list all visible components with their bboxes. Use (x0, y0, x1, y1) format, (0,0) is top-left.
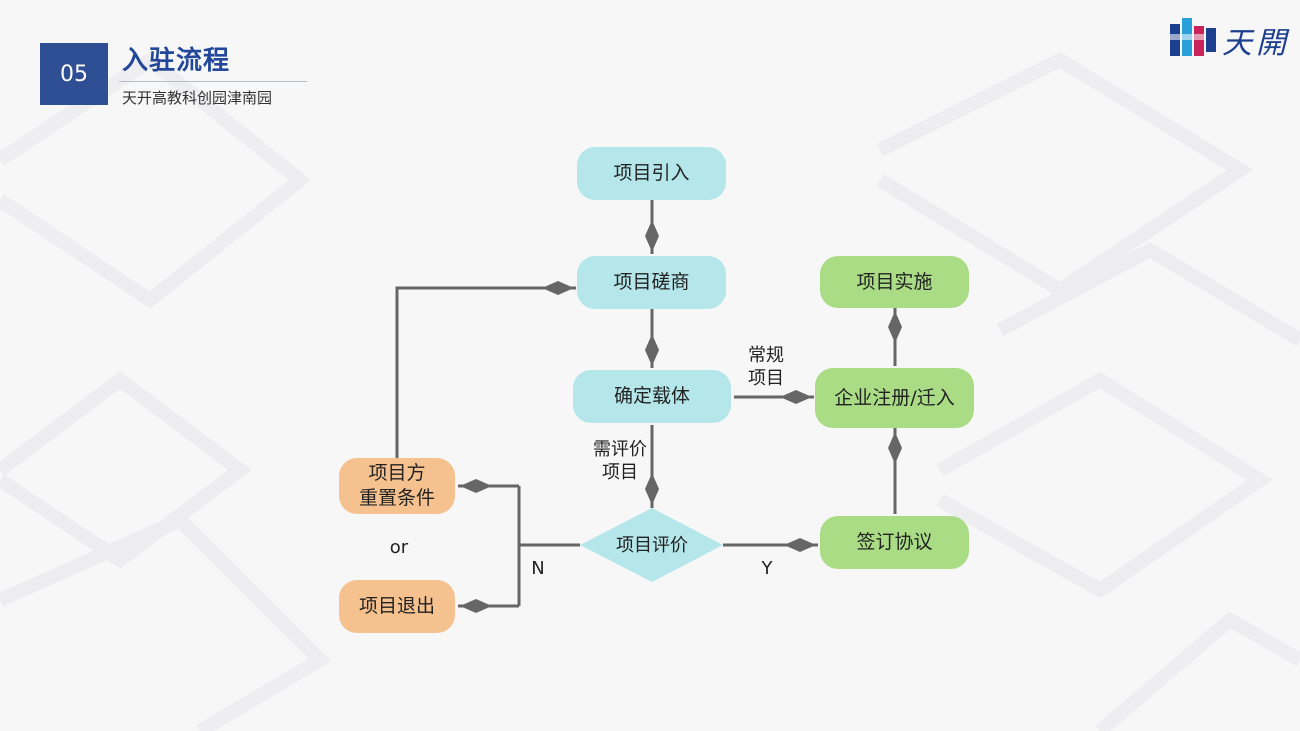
node-project-negotiation[interactable]: 项目磋商 (577, 256, 726, 309)
or-label: or (389, 537, 409, 558)
node-label: 签订协议 (856, 531, 933, 554)
edge-label-line2: 项目 (748, 368, 784, 390)
arrow-diamond (542, 281, 574, 295)
arrow-diamond (460, 599, 492, 613)
arrow-diamond (888, 311, 902, 343)
node-label: 项目引入 (613, 162, 690, 185)
node-label-line2: 重置条件 (358, 487, 435, 509)
title-divider (119, 81, 307, 82)
arrow-diamond (888, 432, 902, 464)
node-label: 企业注册/迁入 (834, 386, 955, 409)
node-sign-agreement[interactable]: 签订协议 (820, 516, 969, 569)
node-project-evaluation[interactable]: 项目评价 (600, 534, 704, 557)
node-label: 项目评价 (616, 535, 688, 556)
brand-logo-icon (1170, 18, 1216, 56)
arrow-diamond (460, 479, 492, 493)
node-project-intro[interactable]: 项目引入 (577, 147, 726, 200)
arrow-diamond (645, 334, 659, 366)
node-project-exit[interactable]: 项目退出 (339, 580, 455, 633)
node-label: 项目退出 (358, 595, 435, 618)
node-determine-carrier[interactable]: 确定载体 (573, 370, 731, 423)
brand-logo-text: 天開 (1222, 26, 1290, 61)
edge-label-regular-project: 常规 项目 (744, 344, 788, 391)
edge-label-line2: 项目 (602, 462, 638, 484)
node-company-registration[interactable]: 企业注册/迁入 (815, 368, 974, 428)
arrow-diamond (645, 220, 659, 252)
page-title: 入驻流程 (122, 46, 231, 76)
edge-label-yes: Y (761, 558, 773, 579)
edge-label-line1: 需评价 (593, 439, 647, 460)
edge-label-line1: 常规 (748, 345, 784, 366)
node-project-implementation[interactable]: 项目实施 (820, 256, 969, 308)
section-number-badge: 05 (40, 43, 108, 105)
arrow-diamond (784, 538, 816, 552)
edge-label-needs-evaluation: 需评价 项目 (586, 438, 654, 485)
node-label: 项目实施 (856, 270, 933, 293)
node-label-line1: 项目方 (368, 462, 426, 485)
page-subtitle: 天开高教科创园津南园 (122, 89, 273, 107)
arrow-diamond (645, 473, 659, 505)
node-reset-conditions[interactable]: 项目方 重置条件 (339, 458, 455, 514)
evaluate-diamond-shape (580, 508, 723, 582)
node-label: 项目磋商 (613, 271, 690, 294)
node-label: 确定载体 (613, 385, 690, 408)
edge-label-no: N (531, 558, 545, 579)
arrow-diamond (780, 390, 812, 404)
